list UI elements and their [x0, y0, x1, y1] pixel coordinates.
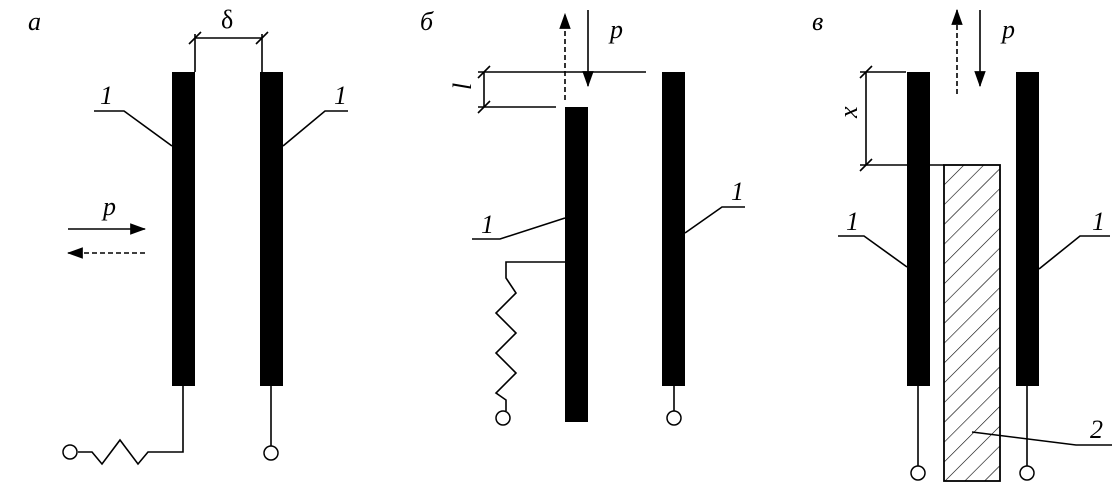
fixed-plate-left: [907, 72, 930, 386]
force-label: p: [101, 192, 116, 221]
leader-right: [282, 110, 348, 147]
movable-plate: [565, 107, 588, 422]
offset-label: l: [448, 83, 477, 90]
gap-symbol: δ: [221, 5, 233, 34]
offset-label: x: [834, 106, 863, 119]
terminal-right: [666, 410, 682, 426]
plate-left-label: 1: [100, 81, 113, 110]
gap-dimension: δ: [188, 5, 269, 72]
panel-b-letter: б: [420, 7, 434, 36]
terminal-right: [263, 445, 279, 461]
force-label: p: [608, 15, 623, 44]
leader-left: [94, 110, 173, 147]
leader-left: [838, 235, 908, 268]
fixed-plate-right: [1016, 72, 1039, 386]
plate-right-label: 1: [334, 81, 347, 110]
dielectric-label: 2: [1090, 415, 1103, 444]
panel-a-letter: а: [28, 7, 41, 36]
panel-a: а δ 1 1 p: [28, 5, 348, 466]
leader-right: [684, 206, 745, 234]
terminal-right: [1019, 465, 1035, 481]
offset-dimension: l: [448, 65, 646, 114]
terminal-left: [495, 410, 511, 426]
plate-left-label: 1: [846, 207, 859, 236]
plate-left-label: 1: [481, 210, 494, 239]
terminal-left: [62, 444, 78, 460]
panel-v-letter: в: [812, 7, 823, 36]
leader-dielectric: [971, 431, 1112, 446]
leader-left: [472, 217, 566, 240]
plate-right-label: 1: [1092, 207, 1105, 236]
plate-right-label: 1: [731, 177, 744, 206]
resistor-wire: [494, 261, 565, 411]
fixed-plate: [662, 72, 685, 386]
terminal-left: [910, 465, 926, 481]
fixed-plate-right: [260, 72, 283, 386]
leader-right: [1038, 235, 1110, 270]
force-label: p: [1000, 15, 1015, 44]
panel-b: б p l 1 1: [420, 7, 745, 426]
offset-dimension: x: [834, 65, 944, 172]
fixed-plate-left: [172, 72, 195, 386]
panel-v: в p x 1 1 2: [812, 7, 1112, 482]
dielectric-insert: [943, 164, 1001, 482]
resistor-wire: [78, 386, 184, 466]
